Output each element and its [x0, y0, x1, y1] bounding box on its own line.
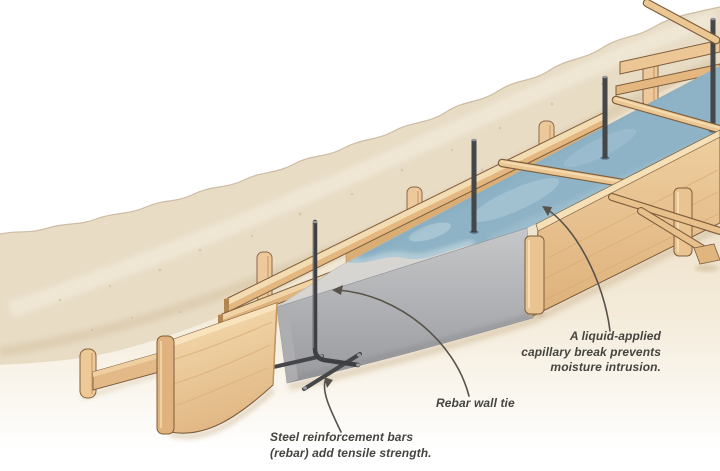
label-text: (rebar) add tensile strength.: [270, 445, 432, 460]
horizontal-rebar: [302, 352, 362, 391]
wood-grain: [168, 321, 273, 409]
arrow-steel-reinforcement: [323, 380, 342, 433]
plank-stake: [156, 335, 175, 435]
rebar-dowel: [602, 76, 608, 159]
label-text: Rebar wall tie: [436, 396, 515, 410]
spreader-board: [612, 96, 720, 133]
label-text: moisture intrusion.: [550, 360, 661, 374]
spreader-boards: [497, 0, 720, 191]
arrow-rebar-wall-tie: [337, 289, 470, 397]
rail-end-grain: [224, 298, 229, 313]
rebar-wall-tie-bar: [312, 219, 361, 368]
near-form-board-group: [524, 129, 720, 317]
corner-form-board: [619, 39, 720, 75]
form-stake-left: [524, 235, 545, 315]
label-text: Steel reinforcement bars: [270, 430, 414, 444]
form-brace: [609, 194, 720, 234]
form-brace: [638, 208, 711, 255]
brace-foot-block: [693, 243, 720, 265]
spreader-board: [643, 0, 720, 44]
removed-form-plank-group: [79, 302, 278, 435]
label-capillary-break: A liquid-applied capillary break prevent…: [490, 329, 661, 376]
label-text: capillary break prevents: [521, 344, 661, 359]
pointer-arrows: [323, 206, 611, 433]
label-steel-reinforcement: Steel reinforcement bars (rebar) add ten…: [270, 430, 432, 461]
rebar-dowel: [471, 139, 477, 233]
arrow-capillary-break: [544, 207, 611, 332]
label-text: A liquid-applied: [569, 329, 661, 343]
label-rebar-wall-tie: Rebar wall tie: [436, 396, 515, 412]
rebar-dowels: [469, 17, 718, 234]
corner-form-board: [615, 63, 720, 96]
excavation-edge: [0, 6, 720, 235]
concrete-front-face: [276, 227, 534, 384]
